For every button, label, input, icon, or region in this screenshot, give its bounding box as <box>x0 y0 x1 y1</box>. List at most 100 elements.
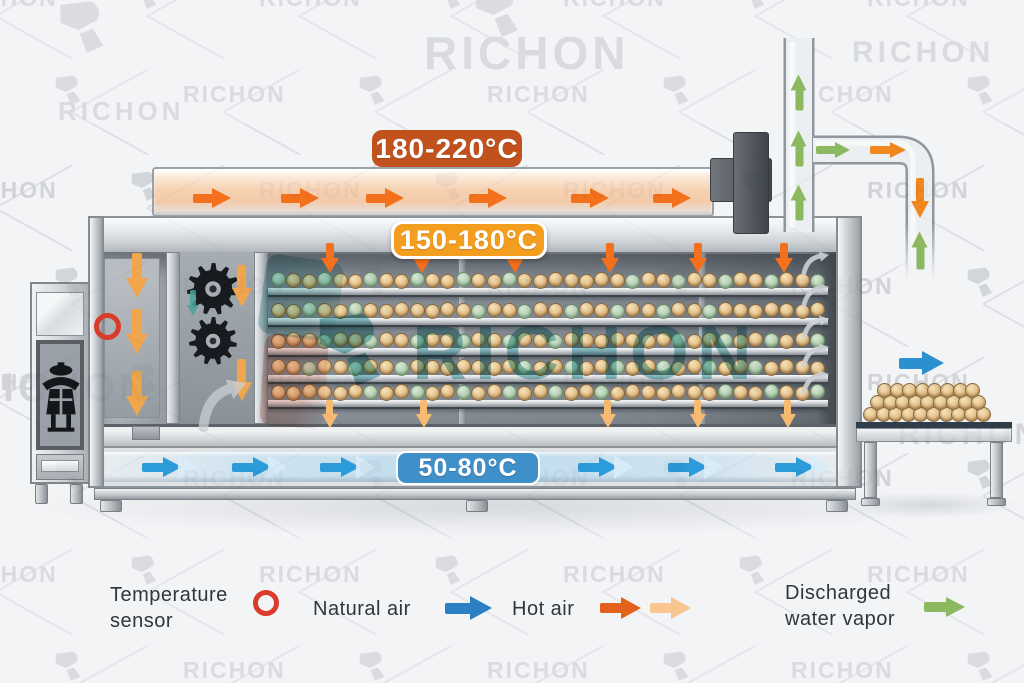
product-ball <box>271 359 286 374</box>
natural-air-arrow-shaft <box>775 462 798 472</box>
oven-right-wall <box>836 216 862 488</box>
brand-logo-icon <box>967 75 993 105</box>
product-ball <box>717 333 733 348</box>
product-ball <box>532 333 548 348</box>
vapor-up-arrow <box>790 184 808 220</box>
hot-air-light-arrow <box>780 400 796 428</box>
vapor-up-arrow-head <box>790 130 807 147</box>
watermark-text: RICHON <box>183 81 286 107</box>
product-exit-arrow <box>899 351 945 375</box>
hot-air-arrow-head <box>590 188 609 208</box>
hot-air-arrow-head <box>212 188 231 208</box>
product-ball <box>532 384 548 399</box>
brand-logo-icon <box>663 75 689 105</box>
hot-air-light-arrow-head <box>416 414 432 428</box>
product-ball <box>686 359 702 374</box>
hot-air-arrow-head <box>672 188 691 208</box>
hot-air-down-arrow <box>775 243 793 273</box>
natural-air-chevron <box>811 455 830 479</box>
product-ball <box>779 272 795 287</box>
product-ball <box>455 385 471 400</box>
natural-air-arrow <box>232 457 272 477</box>
product-ball <box>563 360 579 375</box>
product-ball <box>471 304 487 319</box>
product-ball <box>409 359 425 374</box>
product-ball <box>656 360 671 375</box>
hot-air-down-arrow-head <box>413 258 431 273</box>
product-ball <box>486 361 502 376</box>
brand-logo-icon <box>359 651 385 681</box>
table-leg <box>864 442 877 498</box>
hot-air-arrow-head <box>385 188 404 208</box>
product-ball <box>686 272 702 287</box>
watermark-text: RICHON <box>0 561 58 587</box>
product-ball <box>301 302 317 317</box>
hot-air-arrow-shaft <box>281 193 302 203</box>
badge-top-temp: 180-220°C <box>372 130 522 167</box>
watermark-text: RICHON <box>867 561 970 587</box>
legend-vapor-arrow-shaft <box>924 602 949 612</box>
watermark-text: RICHON <box>183 657 286 683</box>
product-ball <box>810 302 825 317</box>
hot-air-down-arrow <box>321 243 339 273</box>
hot-air-channel-arrow <box>126 309 148 355</box>
base-rail <box>94 488 856 500</box>
vapor-pipe-up-arrow <box>911 231 929 269</box>
product-ball <box>425 273 440 288</box>
product-ball <box>717 302 733 317</box>
product-ball <box>733 303 748 318</box>
product-ball <box>348 384 363 399</box>
product-ball <box>686 334 702 349</box>
vapor-small-arrow <box>187 290 199 316</box>
circulation-arrow <box>799 282 832 308</box>
product-ball <box>471 273 487 288</box>
hot-air-pipe-arrow-shaft <box>870 146 892 154</box>
product-ball <box>394 384 410 399</box>
hot-air-light-arrow-head <box>780 414 796 428</box>
product-ball <box>656 304 671 319</box>
hot-air-light-arrow-head <box>322 414 338 428</box>
hot-air-light-arrow <box>600 400 616 428</box>
hot-air-arrow <box>281 188 319 208</box>
circulation-arrow <box>799 250 832 276</box>
legend-label-temperature-sensor: Temperature sensor <box>110 584 228 632</box>
tray-bar <box>268 288 828 297</box>
hot-air-arrow <box>366 188 404 208</box>
watermark-logo <box>735 0 769 18</box>
watermark-text: RICHON <box>563 0 666 12</box>
watermark-line <box>982 303 1024 348</box>
natural-air-arrow-shaft <box>320 462 343 472</box>
hot-air-channel-arrow-head <box>126 334 148 355</box>
product-ball <box>502 272 517 287</box>
legend-vapor-arrow <box>924 596 966 618</box>
table-foot <box>861 498 880 506</box>
vapor-right-arrow <box>816 142 850 158</box>
hot-air-pipe-down-arrow-head <box>911 200 929 218</box>
hot-air-down-arrow-head <box>601 258 619 273</box>
hot-air-down-arrow <box>689 243 707 273</box>
natural-air-chevron <box>704 455 723 479</box>
legend-hot-air-light-arrow <box>650 597 692 619</box>
legend-natural-air-arrow-shaft <box>445 602 473 614</box>
brand-logo-icon <box>359 75 385 105</box>
product-ball <box>640 303 656 318</box>
product-ball <box>471 332 487 347</box>
product-ball <box>640 359 656 374</box>
brand-logo-icon <box>60 1 104 53</box>
watermark-logo <box>127 555 161 594</box>
product-ball <box>609 304 625 319</box>
product-ball <box>717 274 733 289</box>
watermark-logo <box>51 75 85 114</box>
hot-air-arrow-head <box>488 188 507 208</box>
hot-air-arrow-shaft <box>469 193 490 203</box>
product-ball <box>502 359 517 374</box>
hot-air-down-arrow-head <box>689 258 707 273</box>
natural-air-arrow-shaft <box>142 462 165 472</box>
product-ball <box>733 272 748 287</box>
hot-air-arrow <box>653 188 691 208</box>
watermark-logo <box>468 0 526 49</box>
product-ball <box>409 334 425 349</box>
temperature-sensor-ring <box>94 313 121 340</box>
vapor-up-arrow <box>790 130 808 166</box>
product-ball <box>763 361 779 376</box>
